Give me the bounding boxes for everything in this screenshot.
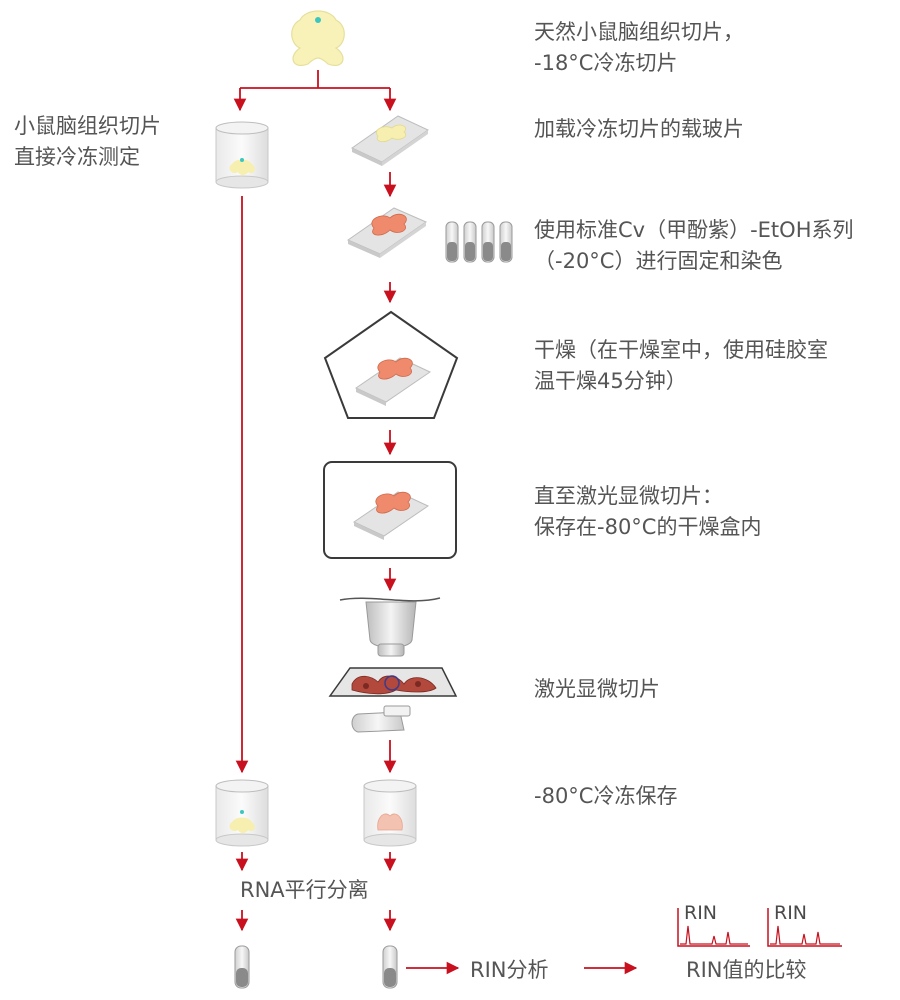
label-step-1-line2: -18°C冷冻切片 [534,51,678,75]
left-storage-cup-icon [215,779,269,847]
label-step-4: 干燥（在干燥室中，使用硅胶室 温干燥45分钟） [534,335,828,397]
staining-tubes-icon [445,221,513,263]
drying-chamber-icon [323,310,459,419]
slide-stained-icon [346,207,428,258]
label-rna-isolation: RNA平行分离 [240,875,369,906]
mouse-brain-icon [291,10,345,66]
label-step-1-line1: 天然小鼠脑组织切片， [534,20,744,44]
label-step-3-line2: （-20°C）进行固定和染色 [534,249,783,273]
label-step-2: 加载冷冻切片的载玻片 [534,114,744,145]
label-rin-compare: RIN值的比较 [686,955,807,986]
rna-tube-right-icon [382,945,398,989]
label-step-6-line1: 激光显微切片 [534,677,660,701]
label-left-line1: 小鼠脑组织切片 [14,114,161,138]
right-storage-cup-icon [363,779,417,847]
rin-plot-1-label: RIN [684,902,718,924]
microscope-icon [339,597,441,657]
label-step-7: -80°C冷冻保存 [534,781,677,812]
rin-plot-2-label: RIN [774,902,808,924]
rin-plot-1 [677,908,750,947]
left-cup-icon [215,121,269,189]
label-step-1: 天然小鼠脑组织切片， -18°C冷冻切片 [534,17,744,79]
label-left-line2: 直接冷冻测定 [14,145,140,169]
label-step-7-line1: -80°C冷冻保存 [534,784,678,808]
branch-arrows [233,70,397,112]
rin-plot-2 [767,908,842,947]
laser-slide-icon [328,667,458,697]
label-step-4-line1: 干燥（在干燥室中，使用硅胶室 [534,338,828,362]
slide-unstained-icon [351,115,429,166]
label-step-5-line2: 保存在-80°C的干燥盒内 [534,515,762,539]
label-step-3: 使用标准Cv（甲酚紫）-EtOH系列 （-20°C）进行固定和染色 [534,215,854,277]
rna-tube-left-icon [234,945,250,989]
label-step-3-line1: 使用标准Cv（甲酚紫）-EtOH系列 [534,218,854,242]
label-rin-analysis-text: RIN分析 [470,958,549,982]
label-step-5: 直至激光显微切片： 保存在-80°C的干燥盒内 [534,481,761,543]
label-left-branch: 小鼠脑组织切片 直接冷冻测定 [14,111,161,173]
label-rin-compare-text: RIN值的比较 [686,958,807,982]
label-step-4-line2: 温干燥45分钟） [534,369,687,393]
collection-tube-icon [351,705,411,733]
storage-box-icon [323,461,457,559]
label-rin-analysis: RIN分析 [470,955,549,986]
label-rna-isolation-text: RNA平行分离 [240,878,369,902]
label-step-6: 激光显微切片 [534,674,660,705]
label-step-5-line1: 直至激光显微切片： [534,484,723,508]
label-step-2-line1: 加载冷冻切片的载玻片 [534,117,744,141]
